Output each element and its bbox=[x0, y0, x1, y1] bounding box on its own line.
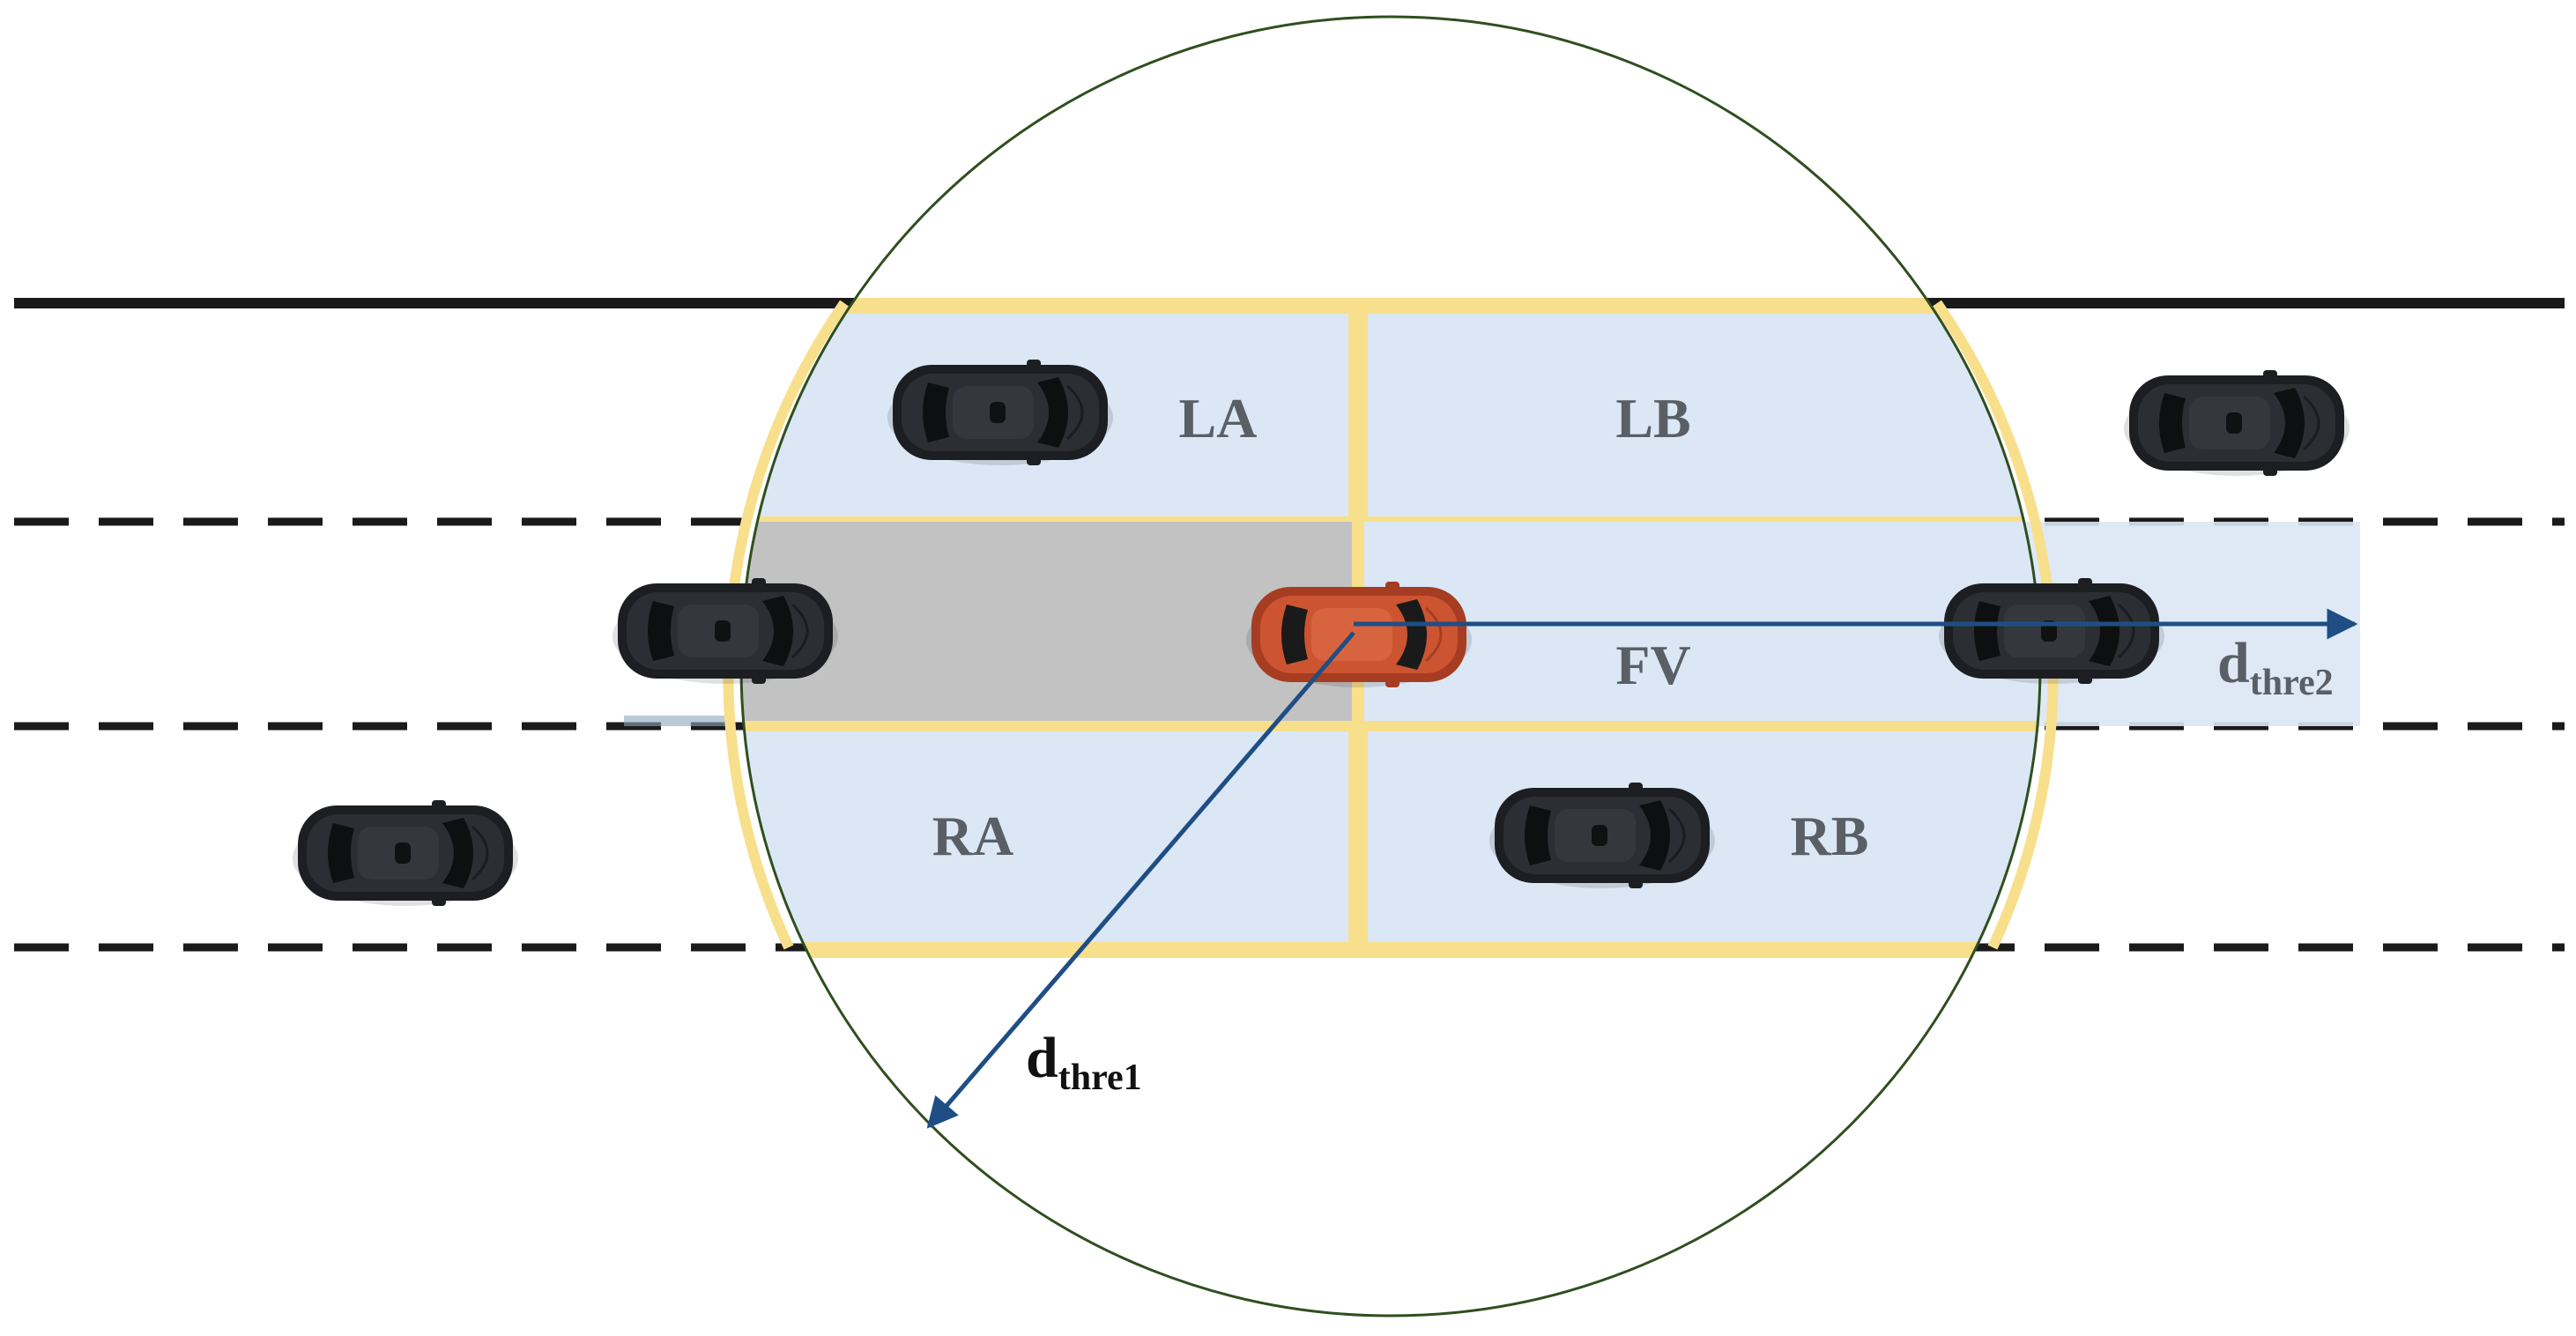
label-ra: RA bbox=[932, 805, 1013, 867]
zone-lb bbox=[1357, 303, 2040, 527]
label-la: LA bbox=[1179, 387, 1258, 449]
red-car-icon bbox=[1244, 580, 1474, 689]
label-lb: LB bbox=[1615, 387, 1690, 449]
label-dthre2: dthre2 bbox=[2217, 631, 2334, 703]
zone-ra bbox=[741, 721, 1359, 953]
black-car-icon bbox=[1488, 781, 1717, 890]
black-car-icon bbox=[1937, 576, 2166, 686]
label-fv: FV bbox=[1615, 634, 1690, 696]
zone-rb bbox=[1357, 721, 2040, 953]
dthre2-subscript: thre2 bbox=[2250, 663, 2334, 703]
dthre2-base: d bbox=[2217, 631, 2250, 695]
rear-extension-strip bbox=[624, 716, 730, 726]
black-car-icon bbox=[886, 358, 1115, 467]
black-car-icon bbox=[291, 798, 520, 908]
dthre1-base: d bbox=[1026, 1026, 1058, 1090]
black-car-icon bbox=[611, 576, 840, 686]
black-car-icon bbox=[2122, 368, 2351, 478]
label-dthre1: dthre1 bbox=[1026, 1026, 1142, 1098]
dthre1-arrow bbox=[926, 631, 1355, 1129]
label-rb: RB bbox=[1791, 805, 1869, 867]
dthre1-subscript: thre1 bbox=[1058, 1058, 1142, 1098]
